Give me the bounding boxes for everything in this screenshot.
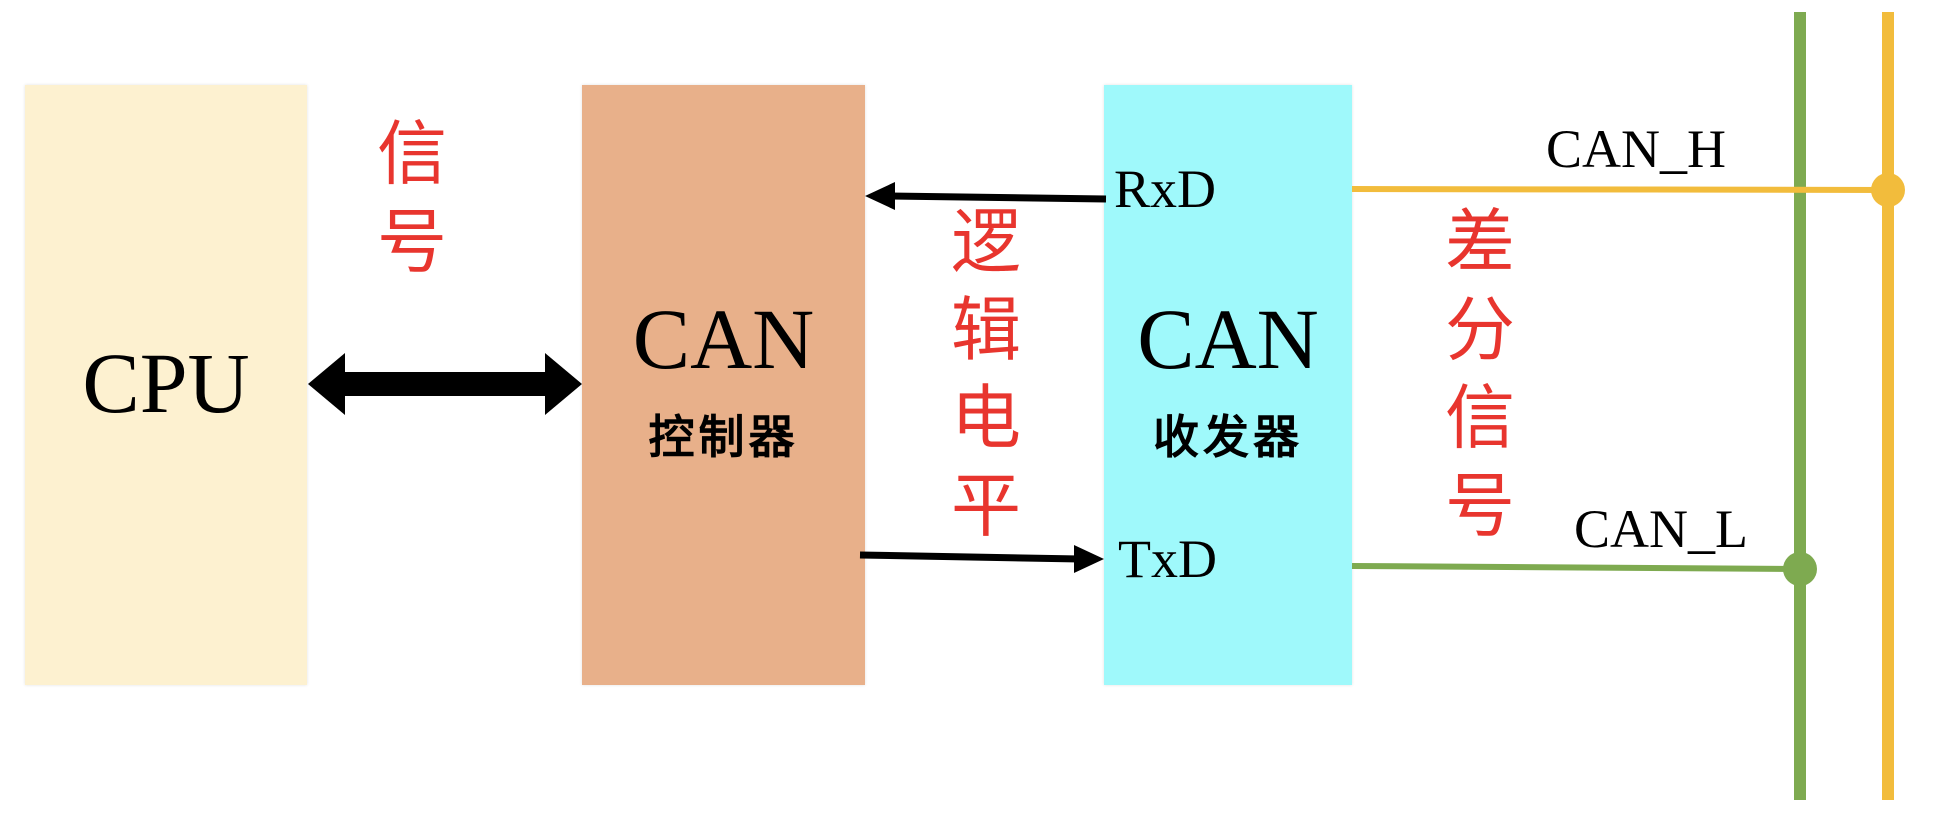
can-l-label: CAN_L — [1574, 499, 1748, 559]
can-h-junction-dot — [1871, 173, 1905, 207]
transceiver-subtitle: 收发器 — [1153, 410, 1303, 464]
can-l-wire — [1351, 563, 1801, 572]
can-h-wire — [1351, 186, 1889, 193]
can-transceiver-block — [1104, 85, 1352, 685]
can-l-junction-dot — [1783, 552, 1817, 586]
logic-level-annotation: 逻辑电平 — [951, 201, 1021, 547]
controller-subtitle: 控制器 — [648, 410, 799, 464]
txd-arrow-head — [1074, 545, 1104, 573]
can-controller-block — [582, 85, 865, 685]
txd-arrow-shaft — [859, 551, 1081, 563]
rxd-arrow-head — [865, 182, 895, 210]
bidirectional-arrow — [308, 353, 582, 415]
cpu-label: CPU — [82, 335, 250, 431]
can-h-label: CAN_H — [1546, 119, 1727, 179]
cpu-block — [25, 85, 307, 685]
rxd-pin-label: RxD — [1114, 159, 1217, 219]
rxd-arrow-shaft — [889, 192, 1107, 203]
controller-title: CAN — [632, 291, 815, 387]
differential-signal-annotation: 差分信号 — [1445, 201, 1515, 547]
transceiver-title: CAN — [1137, 291, 1319, 387]
signal-annotation: 信号 — [377, 113, 447, 283]
txd-pin-label: TxD — [1118, 529, 1217, 589]
